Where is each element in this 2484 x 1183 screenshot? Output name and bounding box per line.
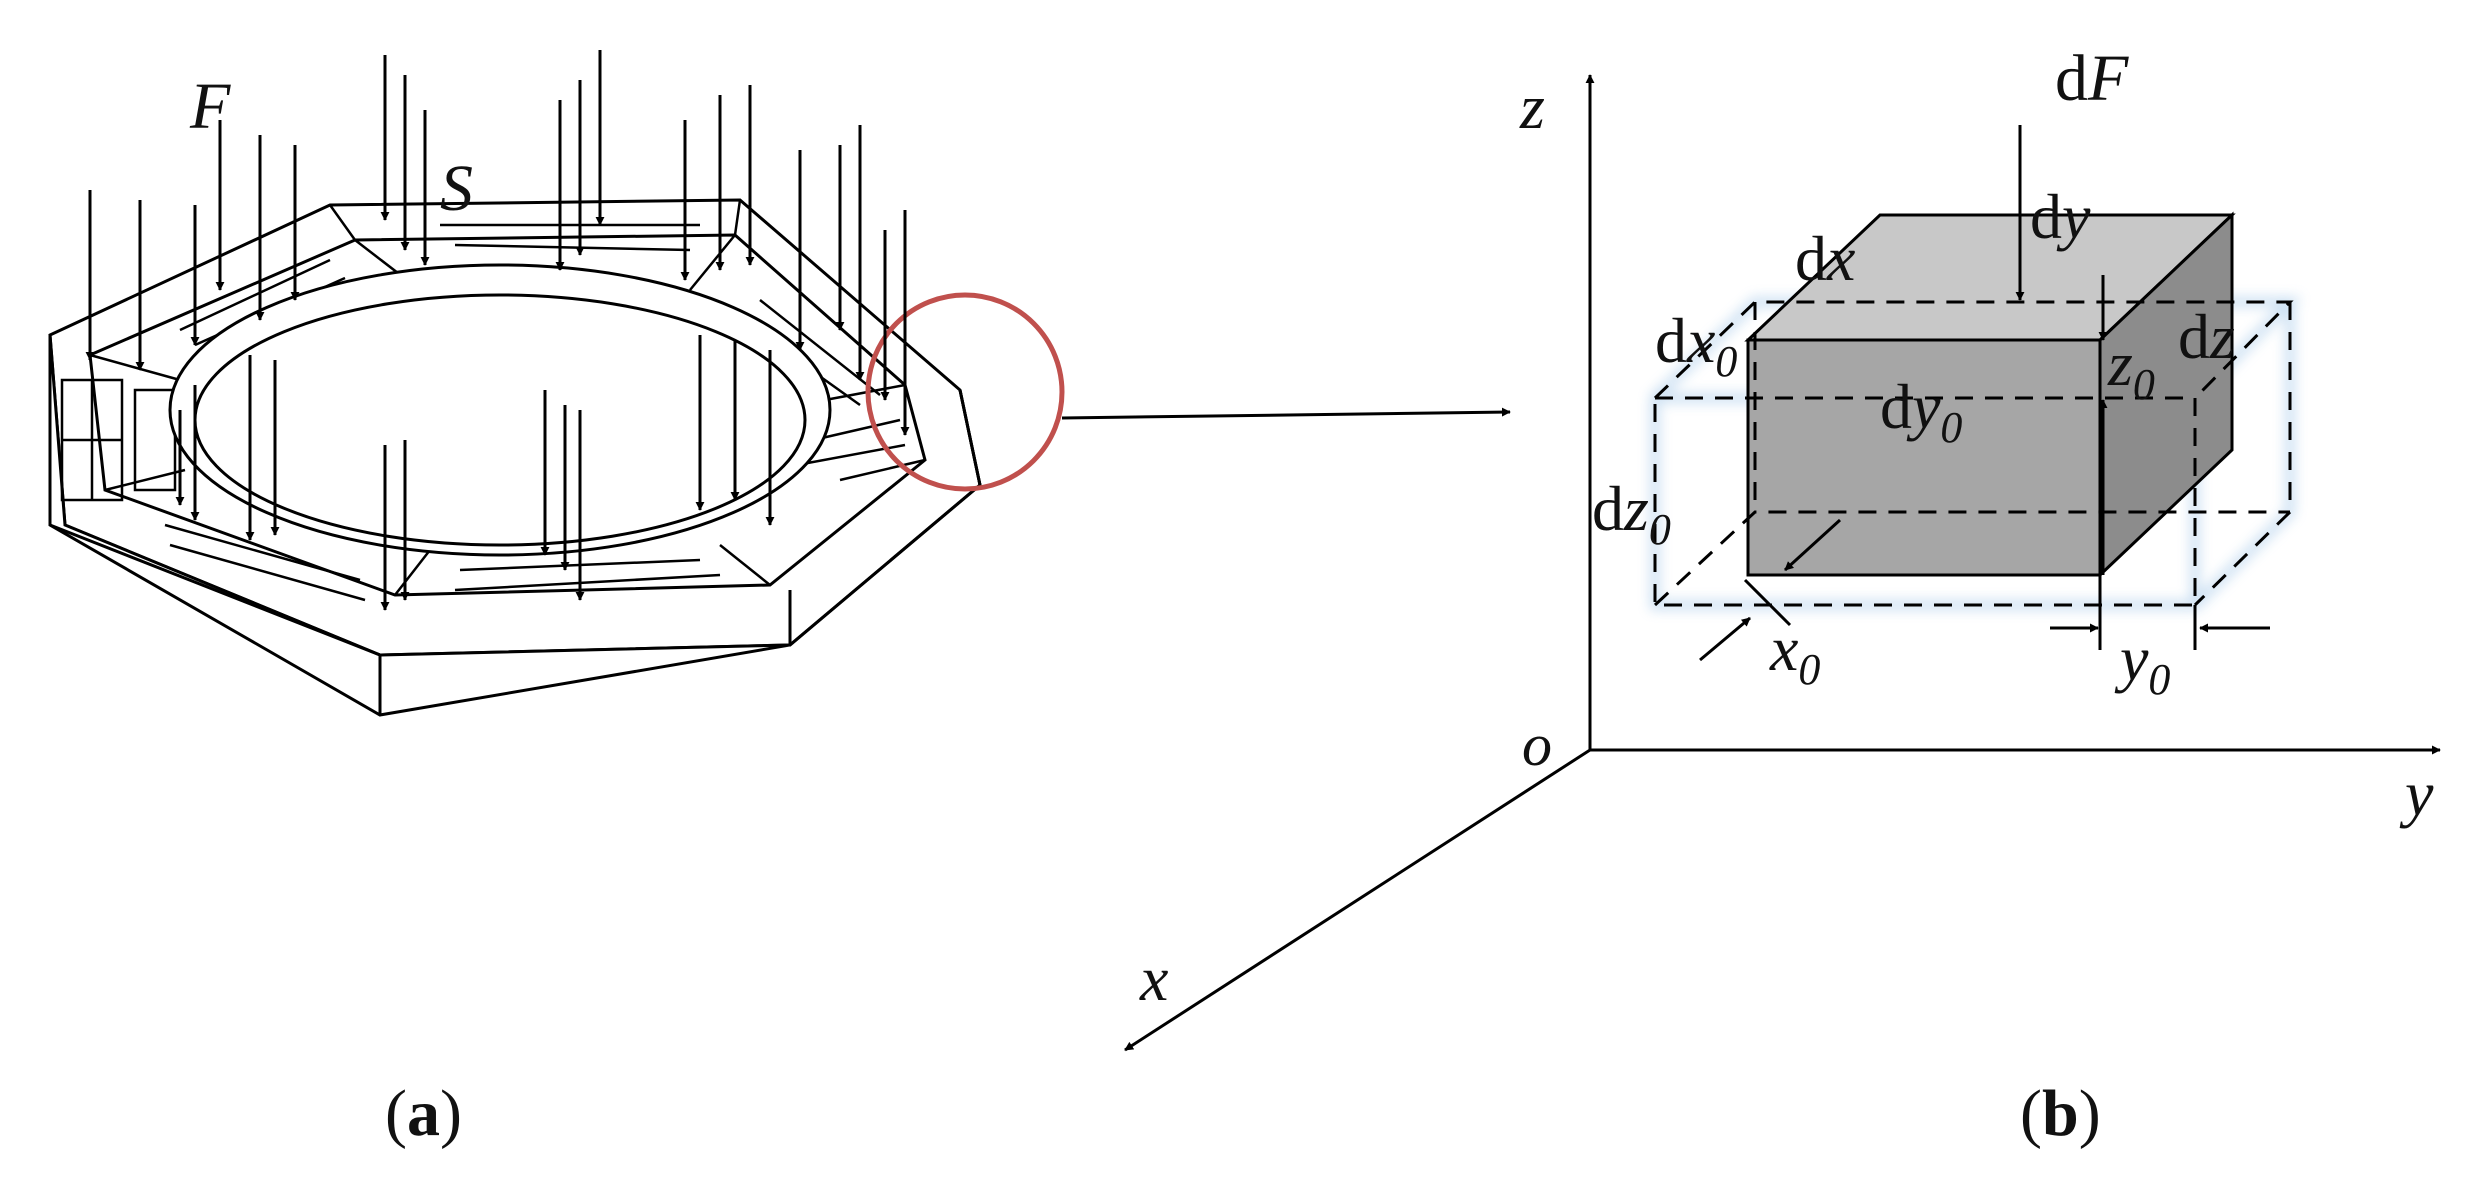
label-dx: dx	[1795, 223, 1855, 294]
label-dz0: dz0	[1592, 473, 1671, 554]
label-z0: z0	[2107, 328, 2155, 409]
axis-label-y: y	[2399, 758, 2434, 829]
label-dy0: dy0	[1880, 371, 1962, 452]
force-label-F: F	[189, 70, 231, 143]
highlight-circle	[865, 292, 1065, 492]
label-dy: dy	[2030, 181, 2091, 252]
label-dz: dz	[2178, 301, 2235, 372]
origin-label: o	[1522, 712, 1552, 778]
box-front-face	[1746, 338, 2102, 577]
x0-arrow-b	[1699, 616, 1751, 662]
x0-arrow-a	[1783, 518, 1842, 572]
surface-label-S: S	[440, 152, 473, 225]
force-arrows	[85, 50, 910, 611]
axis-label-x: x	[1139, 943, 1168, 1014]
caption-a: (a)	[385, 1077, 462, 1150]
caption-b: (b)	[2020, 1077, 2101, 1150]
label-x0: x0	[1769, 613, 1820, 694]
dimension-arrows	[1699, 125, 2270, 662]
coordinate-axes	[1124, 74, 2441, 1052]
zoom-arrow	[1061, 407, 1511, 420]
deformed-box-dashed	[1653, 300, 2294, 607]
label-dx0: dx0	[1655, 305, 1737, 386]
window-panel	[60, 378, 177, 502]
x0-tick	[1743, 578, 1792, 627]
panel-a	[48, 198, 1065, 717]
x-axis	[1124, 748, 1591, 1052]
ring-outer	[168, 263, 832, 557]
label-y0: y0	[2114, 623, 2170, 704]
axis-label-z: z	[1519, 71, 1545, 142]
label-dF: dF	[2055, 42, 2129, 115]
element-box	[1744, 211, 2236, 579]
